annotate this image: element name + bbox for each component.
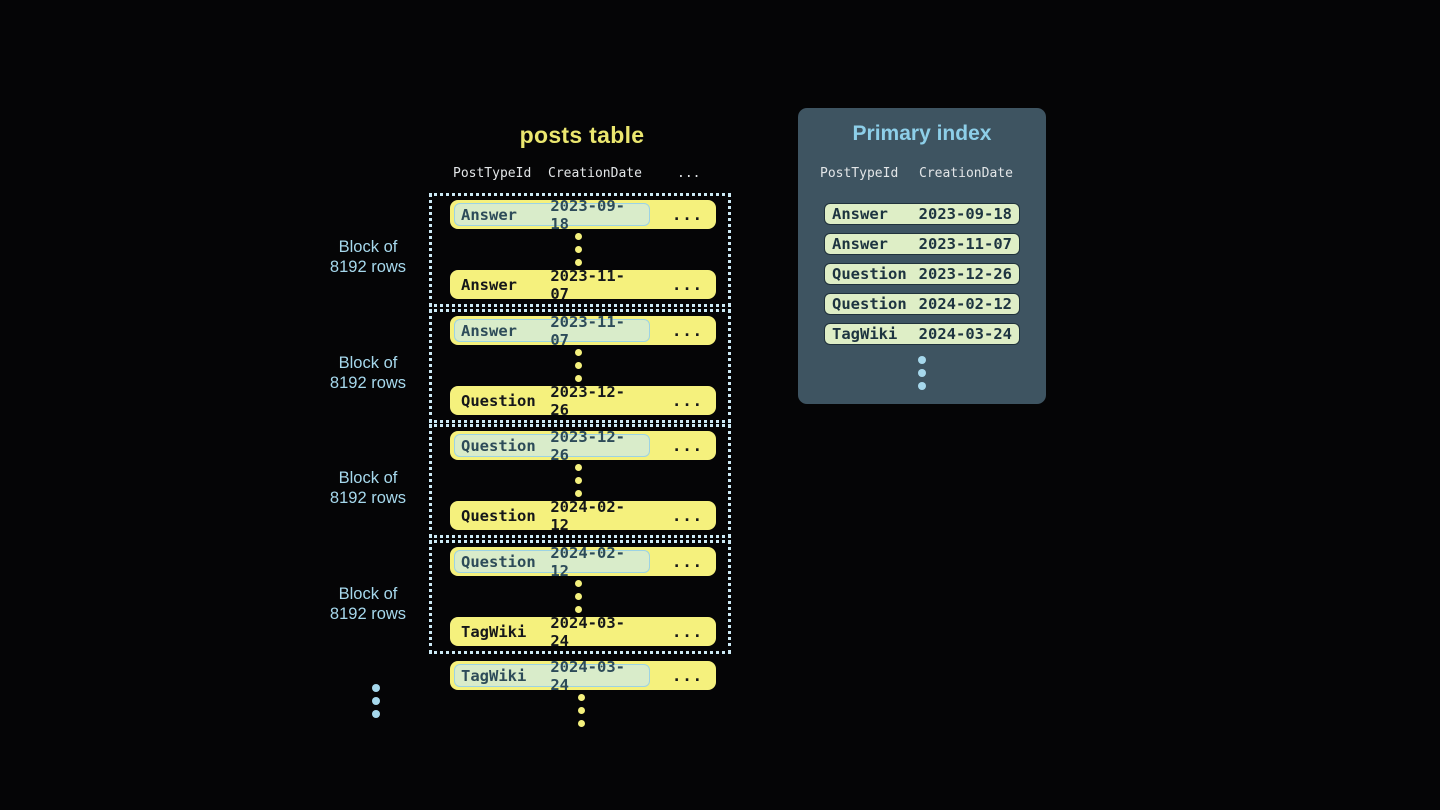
primary-index-title: Primary index — [852, 122, 992, 145]
posttypeid-cell: Question — [461, 552, 536, 571]
creationdate-cell: 2023-09-18 — [918, 205, 1012, 223]
creationdate-cell: 2024-03-24 — [550, 657, 625, 694]
ellipsis-cell: ... — [672, 622, 703, 641]
row-key-highlight: Answer 2023-09-18 — [454, 197, 650, 233]
more-index-entries-dots — [908, 356, 936, 390]
block-first-row: Question 2023-12-26 ... — [450, 428, 716, 464]
ellipsis-cell: ... — [672, 321, 703, 340]
omitted-rows-dots — [564, 580, 592, 613]
row-key-highlight: Question 2024-02-12 — [454, 544, 650, 580]
ellipsis-cell: ... — [672, 391, 703, 410]
primary-index-panel: Primary index PostTypeId CreationDate An… — [798, 108, 1046, 404]
posttypeid-cell: Answer — [832, 205, 888, 223]
block-label-line1: Block of — [338, 238, 398, 256]
posts-block-3: Block of 8192 rows Question 2023-12-26 .… — [330, 424, 731, 538]
block-last-row: TagWiki 2024-03-24 ... — [450, 614, 716, 650]
block-last-row: Answer 2023-11-07 ... — [450, 267, 716, 303]
header-ellipsis: ... — [677, 166, 701, 181]
header-posttypeid: PostTypeId — [820, 166, 899, 181]
index-entry-row: Question 2023-12-26 — [824, 263, 1020, 285]
ellipsis-cell: ... — [672, 205, 703, 224]
row-values: Question 2023-12-26 — [454, 383, 650, 419]
omitted-rows-dots — [564, 233, 592, 266]
block-label: Block of 8192 rows — [316, 353, 420, 393]
posttypeid-cell: Answer — [461, 275, 517, 294]
block-last-row: Question 2023-12-26 ... — [450, 383, 716, 419]
block-first-row: Answer 2023-11-07 ... — [450, 313, 716, 349]
posttypeid-cell: TagWiki — [461, 666, 527, 685]
block-label-line2: 8192 rows — [329, 258, 407, 276]
block-label-line1: Block of — [338, 469, 398, 487]
block-label-line1: Block of — [338, 585, 398, 603]
creationdate-cell: 2023-12-26 — [550, 427, 625, 464]
header-posttypeid: PostTypeId — [453, 166, 532, 181]
posttypeid-cell: Question — [461, 506, 536, 525]
more-rows-dots — [567, 694, 595, 727]
ellipsis-cell: ... — [672, 506, 703, 525]
creationdate-cell: 2024-02-12 — [918, 295, 1012, 313]
block-label-line2: 8192 rows — [329, 489, 407, 507]
block-label: Block of 8192 rows — [316, 237, 420, 277]
posts-table-title: posts table — [519, 122, 645, 148]
index-entry-row: TagWiki 2024-03-24 — [824, 323, 1020, 345]
overflow-first-row: TagWiki 2024-03-24 ... — [450, 658, 716, 694]
posttypeid-cell: Question — [461, 391, 536, 410]
creationdate-cell: 2024-02-12 — [550, 543, 625, 580]
posttypeid-cell: TagWiki — [461, 622, 527, 641]
posts-block-4: Block of 8192 rows Question 2024-02-12 .… — [330, 540, 731, 654]
omitted-rows-dots — [564, 349, 592, 382]
block-label: Block of 8192 rows — [316, 468, 420, 508]
row-values: TagWiki 2024-03-24 — [454, 614, 650, 650]
creationdate-cell: 2024-03-24 — [550, 613, 625, 650]
index-entry-row: Question 2024-02-12 — [824, 293, 1020, 315]
row-values: Answer 2023-11-07 — [454, 267, 650, 303]
block-first-row: Answer 2023-09-18 ... — [450, 197, 716, 233]
posts-block-1: Block of 8192 rows Answer 2023-09-18 ...… — [330, 193, 731, 307]
row-key-highlight: Question 2023-12-26 — [454, 428, 650, 464]
row-key-highlight: Answer 2023-11-07 — [454, 313, 650, 349]
block-label-line2: 8192 rows — [329, 605, 407, 623]
posttypeid-cell: Answer — [461, 321, 517, 340]
block-label-line2: 8192 rows — [329, 374, 407, 392]
ellipsis-cell: ... — [672, 552, 703, 571]
posts-column-headers: PostTypeId CreationDate ... — [429, 166, 735, 184]
creationdate-cell: 2024-03-24 — [918, 325, 1012, 343]
ellipsis-cell: ... — [672, 275, 703, 294]
posts-block-2: Block of 8192 rows Answer 2023-11-07 ...… — [330, 309, 731, 423]
block-label-line1: Block of — [338, 354, 398, 372]
block-last-row: Question 2024-02-12 ... — [450, 498, 716, 534]
block-label: Block of 8192 rows — [316, 584, 420, 624]
more-blocks-dots — [362, 684, 390, 718]
ellipsis-cell: ... — [672, 436, 703, 455]
row-key-highlight: TagWiki 2024-03-24 — [454, 658, 650, 694]
creationdate-cell: 2023-11-07 — [550, 266, 625, 303]
posttypeid-cell: Question — [832, 265, 907, 283]
posttypeid-cell: Answer — [461, 205, 517, 224]
row-values: Question 2024-02-12 — [454, 498, 650, 534]
header-creationdate: CreationDate — [548, 166, 642, 181]
creationdate-cell: 2023-12-26 — [918, 265, 1012, 283]
posttypeid-cell: Question — [832, 295, 907, 313]
creationdate-cell: 2024-02-12 — [550, 497, 625, 534]
omitted-rows-dots — [564, 464, 592, 497]
index-entry-row: Answer 2023-11-07 — [824, 233, 1020, 255]
index-column-headers: PostTypeId CreationDate — [798, 166, 1046, 184]
block-first-row: Question 2024-02-12 ... — [450, 544, 716, 580]
index-entry-row: Answer 2023-09-18 — [824, 203, 1020, 225]
posttypeid-cell: Question — [461, 436, 536, 455]
creationdate-cell: 2023-12-26 — [550, 382, 625, 419]
posttypeid-cell: TagWiki — [832, 325, 898, 343]
posttypeid-cell: Answer — [832, 235, 888, 253]
creationdate-cell: 2023-11-07 — [918, 235, 1012, 253]
creationdate-cell: 2023-11-07 — [550, 312, 625, 349]
ellipsis-cell: ... — [672, 666, 703, 685]
header-creationdate: CreationDate — [919, 166, 1013, 181]
creationdate-cell: 2023-09-18 — [550, 196, 625, 233]
